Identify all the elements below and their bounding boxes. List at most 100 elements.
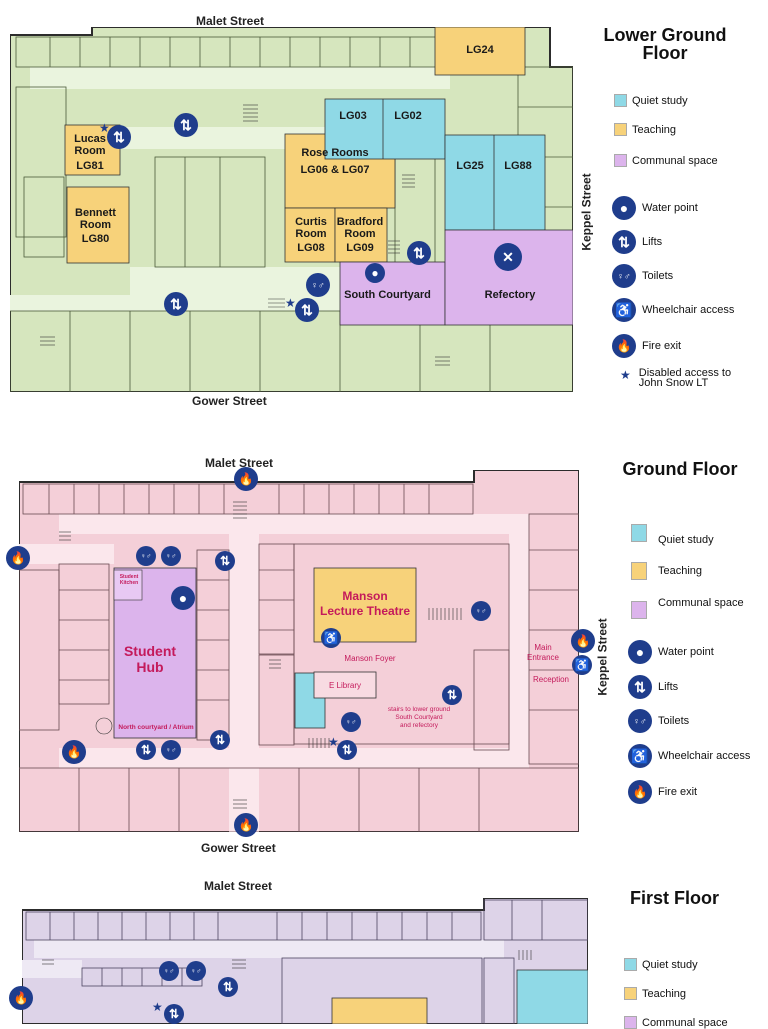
room-lg02: LG02 bbox=[394, 110, 422, 122]
lift-icon: ⇅ bbox=[164, 1004, 184, 1024]
toilets-icon: ♀♂ bbox=[628, 709, 652, 733]
floor-title-line1: Lower Ground bbox=[603, 25, 727, 45]
legend-lifts: ⇅ Lifts bbox=[628, 675, 678, 699]
wheelchair-icon: ♿ bbox=[612, 298, 636, 322]
room-curtis-code: LG08 bbox=[297, 242, 325, 254]
toilets-icon: ♀♂ bbox=[186, 961, 206, 981]
toilets-icon: ♀♂ bbox=[612, 264, 636, 288]
wheelchair-icon: ♿ bbox=[628, 744, 652, 768]
legend-label: Teaching bbox=[658, 565, 703, 577]
room-main-entrance: Main Entrance bbox=[526, 643, 560, 662]
legend-label: Wheelchair access bbox=[658, 750, 751, 762]
floor-title-ground: Ground Floor bbox=[622, 459, 738, 479]
lift-icon: ⇅ bbox=[215, 551, 235, 571]
room-bradford-name: Bradford Room bbox=[336, 216, 384, 240]
lift-icon: ⇅ bbox=[407, 241, 431, 265]
swatch-quiet bbox=[624, 958, 637, 971]
street-label-gower-lg: Gower Street bbox=[192, 394, 267, 408]
toilets-icon: ♀♂ bbox=[341, 712, 361, 732]
water-point-icon: ● bbox=[365, 263, 385, 283]
room-manson-lecture-theatre: Manson Lecture Theatre bbox=[319, 589, 411, 618]
lift-icon: ⇅ bbox=[174, 113, 198, 137]
legend-label: Fire exit bbox=[642, 340, 682, 352]
legend-label: Water point bbox=[658, 646, 714, 658]
legend-label: Lifts bbox=[658, 681, 679, 693]
room-manson-foyer: Manson Foyer bbox=[344, 654, 396, 663]
legend-label: Teaching bbox=[642, 987, 687, 1000]
legend-quiet-study: Quiet study bbox=[631, 524, 714, 546]
floorplan-lower-ground bbox=[10, 27, 573, 392]
disabled-access-star-icon: ★ bbox=[152, 1000, 163, 1014]
fire-exit-icon: 🔥 bbox=[6, 546, 30, 570]
lift-icon: ⇅ bbox=[218, 977, 238, 997]
fire-exit-icon: 🔥 bbox=[571, 629, 595, 653]
legend-fire: 🔥 Fire exit bbox=[612, 334, 681, 358]
fire-exit-icon: 🔥 bbox=[62, 740, 86, 764]
legend-label-block: Disabled access to John Snow LT bbox=[638, 367, 732, 389]
street-label-malet-f: Malet Street bbox=[204, 879, 273, 893]
room-bennett-name: Bennett Room bbox=[75, 207, 116, 231]
lift-icon: ⇅ bbox=[136, 740, 156, 760]
wheelchair-icon: ♿ bbox=[572, 655, 592, 675]
legend-communal: Communal space bbox=[631, 597, 744, 619]
legend-teaching: Teaching bbox=[631, 562, 702, 580]
legend-label: Disabled access to bbox=[638, 367, 732, 379]
legend-label: Quiet study bbox=[632, 94, 688, 107]
room-north-courtyard: North courtyard / Atrium bbox=[118, 724, 194, 731]
swatch-teaching bbox=[624, 987, 637, 1000]
swatch-quiet bbox=[614, 94, 627, 107]
water-point-icon: ● bbox=[628, 640, 652, 664]
cutlery-icon: ✕ bbox=[494, 243, 522, 271]
disabled-access-star-icon: ★ bbox=[285, 296, 296, 310]
room-lucas-name: Lucas Room bbox=[74, 133, 106, 157]
swatch-communal bbox=[614, 154, 627, 167]
legend-communal: Communal space bbox=[614, 154, 718, 167]
floor-title-line2: Floor bbox=[642, 43, 688, 63]
disabled-access-star-icon: ★ bbox=[99, 121, 110, 135]
room-reception: Reception bbox=[532, 675, 570, 684]
floorplan-ground bbox=[19, 470, 579, 832]
water-point-icon: ● bbox=[171, 586, 195, 610]
legend-toilets: ♀♂Toilets bbox=[612, 264, 673, 288]
legend-wheelchair: ♿ Wheelchair access bbox=[628, 744, 750, 768]
room-refectory: Refectory bbox=[484, 289, 536, 301]
legend-label: Teaching bbox=[632, 123, 677, 136]
street-label-keppel-g: Keppel Street bbox=[595, 618, 610, 696]
room-lg03: LG03 bbox=[339, 110, 367, 122]
legend-label: Lifts bbox=[642, 236, 663, 248]
fire-exit-icon: 🔥 bbox=[9, 986, 33, 1010]
lift-icon: ⇅ bbox=[628, 675, 652, 699]
legend-label: Quiet study bbox=[658, 534, 714, 546]
toilets-icon: ♀♂ bbox=[159, 961, 179, 981]
floorplan-first-svg bbox=[22, 898, 588, 1024]
legend-water: ●Water point bbox=[612, 196, 698, 220]
stairs-note: stairs to lower ground South Courtyard a… bbox=[387, 706, 451, 729]
fire-exit-icon: 🔥 bbox=[612, 334, 636, 358]
lift-icon: ⇅ bbox=[337, 740, 357, 760]
lift-icon: ⇅ bbox=[107, 125, 131, 149]
legend-label: Communal space bbox=[632, 154, 718, 167]
legend-label: Fire exit bbox=[658, 786, 698, 798]
toilets-icon: ♀♂ bbox=[471, 601, 491, 621]
room-bennett-code: LG80 bbox=[81, 233, 110, 245]
toilets-icon: ♀♂ bbox=[306, 273, 330, 297]
swatch-teaching bbox=[614, 123, 627, 136]
legend-quiet-study: Quiet study bbox=[624, 958, 698, 971]
toilets-icon: ♀♂ bbox=[136, 546, 156, 566]
street-label-gower-g: Gower Street bbox=[201, 841, 276, 855]
legend-lifts: ⇅ Lifts bbox=[612, 230, 662, 254]
legend-label: Communal space bbox=[658, 597, 744, 609]
room-bradford-code: LG09 bbox=[346, 242, 374, 254]
swatch-teaching bbox=[631, 562, 647, 580]
floorplan-ground-svg bbox=[19, 470, 579, 832]
legend-disabled-access: ★ Disabled access to John Snow LT bbox=[620, 367, 732, 389]
room-lg88: LG88 bbox=[504, 160, 532, 172]
water-point-icon: ● bbox=[612, 196, 636, 220]
lift-icon: ⇅ bbox=[612, 230, 636, 254]
floorplan-lower-ground-svg bbox=[10, 27, 573, 392]
legend-label: Toilets bbox=[658, 715, 690, 727]
room-south-courtyard: South Courtyard bbox=[344, 289, 431, 301]
legend-teaching: Teaching bbox=[624, 987, 686, 1000]
legend-teaching: Teaching bbox=[614, 123, 676, 136]
street-label-keppel-lg: Keppel Street bbox=[579, 173, 594, 251]
